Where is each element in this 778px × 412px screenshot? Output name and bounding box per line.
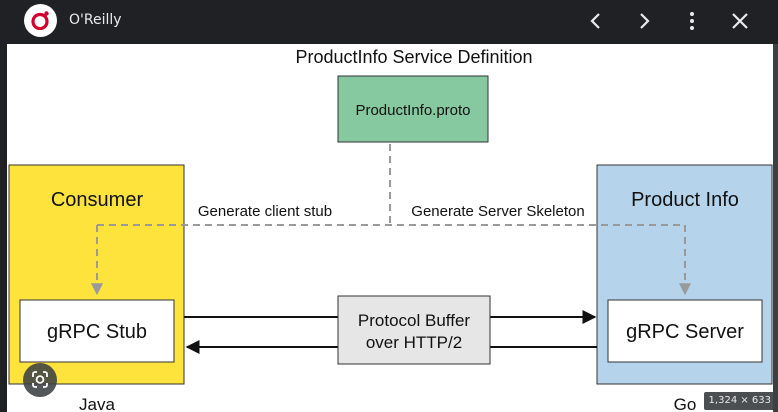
close-button[interactable] (724, 5, 756, 37)
image-panel: ProductInfo Service Definition ProductIn… (7, 44, 773, 412)
lens-search-button[interactable] (23, 363, 57, 397)
image-size-badge: 1,324 × 633 (703, 392, 776, 410)
lens-search-icon (32, 371, 48, 388)
viewer-toolbar: O'Reilly (0, 0, 778, 42)
app-title: O'Reilly (69, 12, 122, 28)
proto-box (337, 75, 489, 143)
grpc-stub-label: gRPC Stub (47, 321, 147, 343)
chevron-right-icon (640, 13, 650, 29)
generation-connectors (91, 144, 691, 296)
previous-button[interactable] (580, 5, 612, 37)
grpc-server-label: gRPC Server (626, 321, 744, 343)
grpc-diagram: ProductInfo Service Definition ProductIn… (8, 47, 773, 412)
proto-label: ProductInfo.proto (355, 102, 470, 119)
oreilly-logo-icon[interactable] (24, 4, 57, 37)
java-label: Java (79, 395, 115, 412)
next-button[interactable] (628, 5, 660, 37)
more-options-button[interactable] (676, 5, 708, 37)
grpc-stub-box (19, 299, 175, 363)
generate-server-label: Generate Server Skeleton (411, 203, 584, 220)
grpc-server-box (607, 299, 763, 363)
generate-client-label: Generate client stub (198, 203, 332, 220)
protocol-line-1: Protocol Buffer (358, 311, 470, 330)
consumer-label: Consumer (51, 189, 144, 211)
close-icon (732, 13, 748, 29)
protocol-line-2: over HTTP/2 (366, 333, 462, 352)
protocol-box (337, 295, 491, 365)
more-vert-icon (690, 12, 694, 30)
panel-edge (773, 44, 778, 412)
go-label: Go (674, 395, 697, 412)
diagram-title: ProductInfo Service Definition (295, 47, 532, 67)
chevron-left-icon (590, 13, 600, 29)
product-info-label: Product Info (631, 189, 739, 211)
